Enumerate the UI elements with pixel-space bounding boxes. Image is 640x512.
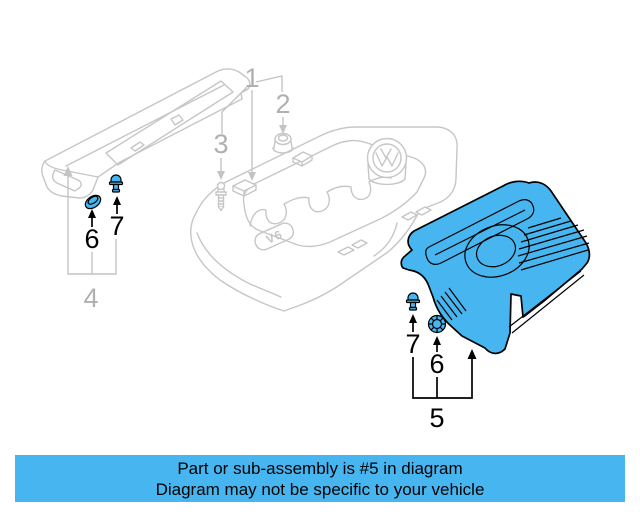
v6-badge-label: V6 [264, 227, 285, 247]
callout-3-label[interactable]: 3 [213, 129, 228, 159]
callout-7-left-label[interactable]: 7 [109, 211, 124, 241]
v6-badge: V6 [254, 222, 295, 251]
vw-logo-icon [375, 148, 399, 167]
callout-6-left-label[interactable]: 6 [84, 224, 99, 254]
callout-1-label[interactable]: 1 [244, 63, 259, 93]
trim-strip-cover-outline [41, 68, 251, 199]
grommet-part-6-left [84, 194, 102, 210]
clip-part-7-right [405, 292, 421, 311]
callout-5-label[interactable]: 5 [429, 403, 444, 433]
callout-2-label[interactable]: 2 [275, 89, 290, 119]
grommet-cap-part-2 [272, 132, 294, 154]
callout-7-right-label[interactable]: 7 [405, 329, 420, 359]
banner-line-1: Part or sub-assembly is #5 in diagram [177, 459, 463, 478]
banner-line-2: Diagram may not be specific to your vehi… [155, 480, 485, 499]
bracket-callout-4 [63, 166, 117, 275]
callout-arrows-right [409, 314, 441, 352]
highlighted-engine-cover-part-5[interactable] [400, 180, 591, 355]
callout-6-right-label[interactable]: 6 [429, 349, 444, 379]
vw-roundel [366, 137, 408, 186]
grommet-part-6-right [427, 314, 447, 334]
stud-part-3 [215, 181, 227, 212]
mounting-tab [232, 151, 432, 256]
callout-arrows-left [88, 196, 121, 227]
bracket-callout-5 [412, 349, 477, 399]
engine-cover-assembly-outline: V6 [190, 126, 458, 312]
callout-4-label[interactable]: 4 [83, 283, 98, 313]
clip-part-7-left [108, 174, 124, 193]
notice-banner: Part or sub-assembly is #5 in diagram Di… [15, 455, 625, 502]
callout-leaders-gray [217, 75, 287, 181]
